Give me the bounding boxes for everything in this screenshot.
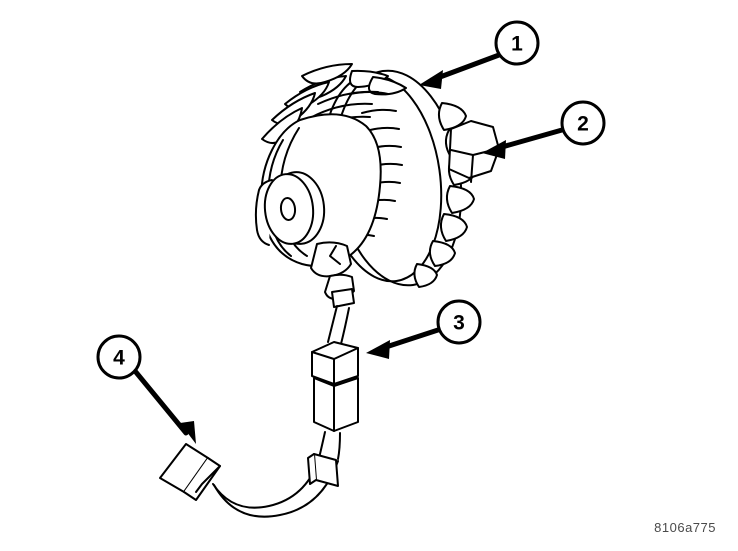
callout-1-number: 1 <box>511 33 523 56</box>
callout-2-arrowhead <box>482 140 506 159</box>
motor-cable-stub <box>331 288 355 308</box>
cable-clip <box>307 453 339 487</box>
callout-4-arrowhead <box>180 421 196 444</box>
callout-2[interactable]: 2 <box>482 100 606 159</box>
callout-1-circle[interactable] <box>494 20 540 66</box>
callout-4[interactable]: 4 <box>96 334 196 444</box>
connector-end <box>159 443 221 501</box>
fan-clutch-assembly <box>254 63 500 308</box>
hub-center-bore <box>279 197 297 221</box>
callout-2-circle[interactable] <box>560 100 606 146</box>
image-id-label: 8106a775 <box>654 520 716 535</box>
hex-boss-fitting <box>448 120 500 183</box>
callout-4-leader-line <box>132 368 189 436</box>
callout-1-arrowhead <box>419 70 443 89</box>
callout-1-leader-line <box>429 52 502 83</box>
callout-3[interactable]: 3 <box>366 299 482 359</box>
callout-4-circle[interactable] <box>96 334 142 380</box>
drive-hub <box>254 171 326 246</box>
callout-3-arrowhead <box>366 340 390 359</box>
callout-1[interactable]: 1 <box>419 20 540 89</box>
harness-cable-upper <box>327 305 350 345</box>
callout-2-number: 2 <box>577 113 589 136</box>
callout-3-circle[interactable] <box>436 299 482 345</box>
callout-4-number: 4 <box>113 347 125 370</box>
wiring-harness <box>159 305 359 518</box>
callout-2-leader-line <box>492 127 565 152</box>
connector-upper <box>311 341 359 432</box>
callout-3-number: 3 <box>453 312 465 335</box>
